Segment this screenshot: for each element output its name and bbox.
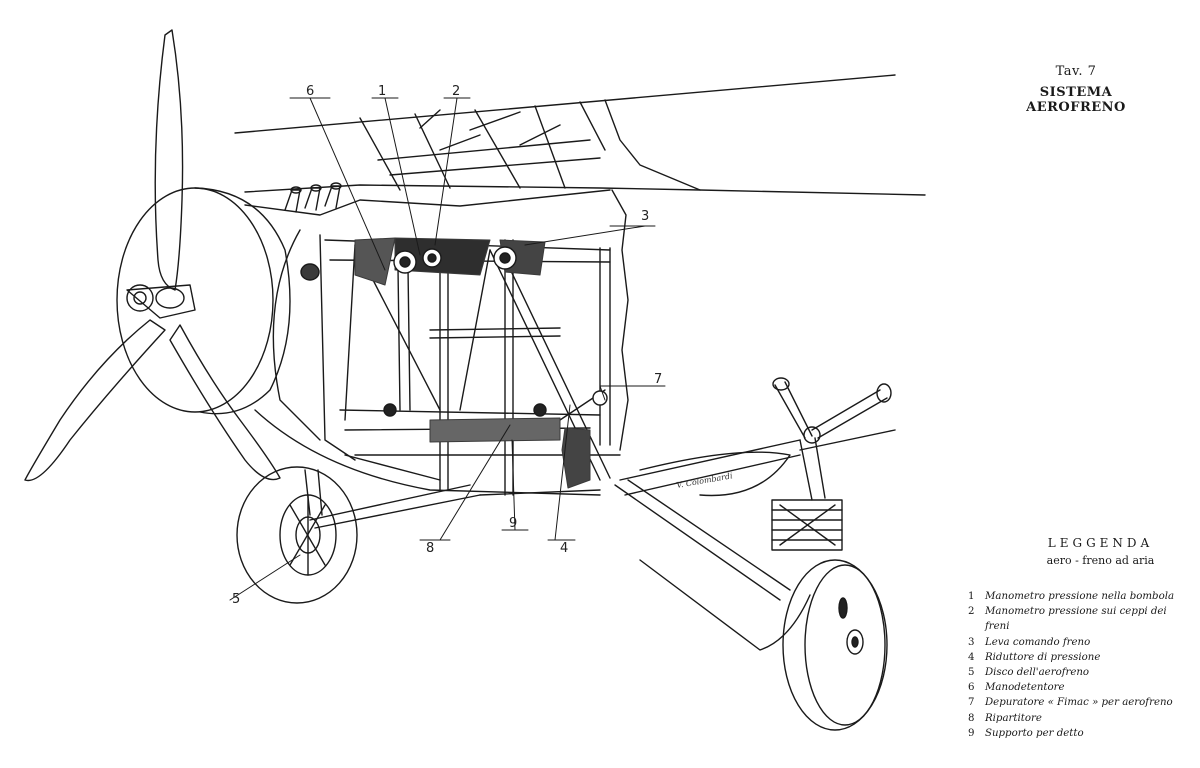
legend-item-number: 9	[968, 727, 975, 739]
propeller	[24, 29, 281, 482]
legend-item: 9 Supporto per detto	[968, 726, 1193, 741]
callout-7: 7	[654, 372, 662, 387]
plate-title: SISTEMA AEROFRENO	[1026, 85, 1126, 115]
artist-signature: V. Colombardi	[676, 471, 734, 490]
legend-item-label: Disco dell'aerofreno	[985, 667, 1090, 679]
legend-item: 4 Riduttore di pressione	[968, 650, 1193, 665]
legend-item: 1 Manometro pressione nella bombola	[968, 589, 1193, 604]
legend-subtitle: aero - freno ad aria	[1046, 554, 1155, 567]
legend-item-number: 5	[968, 667, 975, 679]
plate-number: Tav. 7	[1055, 64, 1097, 79]
right-wheel	[639, 559, 888, 731]
legend-item-label: Leva comando freno	[985, 636, 1091, 648]
legend-item: 6 Manodetentore	[968, 680, 1193, 695]
callout-4: 4	[560, 541, 568, 556]
callout-6: 6	[306, 84, 314, 99]
legend-item-number: 1	[968, 591, 975, 602]
legend-item-number: 8	[968, 712, 975, 724]
plate-title-block: Tav. 7 SISTEMA AEROFRENO	[996, 64, 1156, 115]
left-landing-gear	[304, 454, 481, 529]
legend-title: LEGGENDA	[1047, 536, 1154, 550]
legend-item: 2 Manometro pressione sui ceppi dei freni	[968, 604, 1193, 634]
legend-item: 5 Disco dell'aerofreno	[968, 665, 1193, 680]
legend-item-label: Ripartitore	[985, 712, 1042, 724]
legend-item: 8 Ripartitore	[968, 711, 1193, 726]
legend-item-label: Depuratore « Fimac » per aerofreno	[985, 697, 1173, 709]
callout-leaders	[229, 97, 666, 601]
callout-labels: 1 2 3 4 5 6 7 8 9	[232, 84, 662, 607]
legend-item-label: Supporto per detto	[985, 727, 1084, 739]
legend-item-number: 2	[968, 606, 975, 618]
legend-item-number: 6	[968, 682, 975, 694]
callout-1: 1	[378, 84, 386, 99]
legend-item-number: 7	[968, 697, 975, 709]
legend-item: 7 Depuratore « Fimac » per aerofreno	[968, 695, 1193, 710]
fuselage	[244, 182, 629, 496]
legend-item-label: Manometro pressione nella bombola	[985, 591, 1175, 602]
left-wheel	[236, 466, 358, 604]
callout-9: 9	[509, 516, 517, 531]
right-landing-gear	[614, 377, 896, 601]
upper-wing	[234, 74, 926, 196]
callout-5: 5	[232, 592, 240, 607]
legend-item-number: 3	[968, 636, 975, 648]
legend-item: 3 Leva comando freno	[968, 635, 1193, 650]
callout-8: 8	[426, 541, 434, 556]
callout-2: 2	[452, 84, 460, 99]
legend-item-number: 4	[968, 651, 975, 663]
legend-item-label: Riduttore di pressione	[985, 651, 1101, 663]
legend-item-label: Manometro pressione sui ceppi dei freni	[985, 606, 1167, 633]
legend-item-label: Manodetentore	[985, 682, 1065, 694]
engine-cowling	[116, 187, 320, 415]
gauges	[383, 246, 608, 417]
callout-3: 3	[641, 209, 649, 224]
